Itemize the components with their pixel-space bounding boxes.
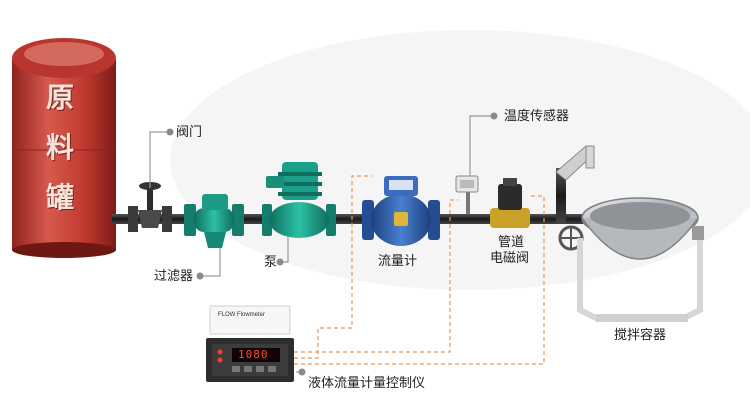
filter <box>184 194 244 248</box>
label-flowmeter: 流量计 <box>378 254 418 269</box>
main-pipe <box>112 214 590 224</box>
raw-material-tank <box>12 38 116 258</box>
tank-text-2: 料 <box>46 131 75 164</box>
label-filter: 过滤器 <box>154 269 194 284</box>
label-valve: 阀门 <box>176 125 203 140</box>
controller-tag: FLOW Flowmeter <box>218 312 266 318</box>
label-controller: 液体流量计量控制仪 <box>308 376 426 391</box>
label-solenoid-line2: 电磁阀 <box>490 251 530 266</box>
leader-dots <box>166 112 498 376</box>
pump <box>262 162 336 238</box>
flowmeter <box>362 176 440 246</box>
label-pump: 泵 <box>264 255 278 270</box>
signal-lines <box>294 175 545 365</box>
tank-text-3: 罐 <box>46 181 75 214</box>
label-solenoid-line1: 管道 <box>498 235 525 250</box>
mixing-vessel <box>558 197 704 323</box>
flow-controller <box>206 305 294 382</box>
controller-display: 1080 <box>238 348 269 361</box>
label-mixer: 搅拌容器 <box>614 328 667 343</box>
label-temp-sensor: 温度传感器 <box>504 109 570 124</box>
solenoid-valve <box>490 178 530 228</box>
temperature-sensor <box>455 175 479 214</box>
leader-lines <box>149 115 494 373</box>
tank-text-1: 原 <box>46 81 75 114</box>
mixer-feed-pipe <box>555 145 595 224</box>
valve <box>128 182 172 232</box>
